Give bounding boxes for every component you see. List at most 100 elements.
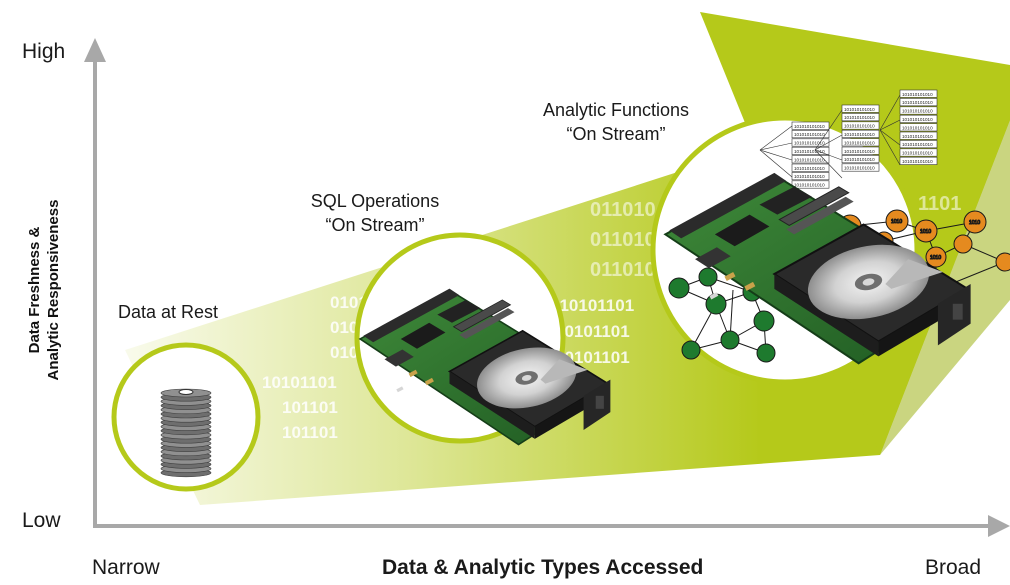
table-cell	[899, 106, 938, 115]
disk-hub	[178, 389, 194, 395]
table-cell	[899, 156, 938, 165]
table-cell-text: 101010101010	[794, 124, 825, 129]
stage-label-line1: Data at Rest	[118, 302, 219, 322]
table-cell-text: 101010101010	[902, 134, 933, 139]
binary-text: 0101	[330, 293, 368, 312]
y-axis-title-line2: Analytic Responsiveness	[45, 199, 62, 381]
table-cell	[791, 146, 830, 155]
table-cell-text: 101010101010	[844, 166, 875, 171]
node-label: 1010	[920, 229, 931, 235]
table-link	[879, 119, 901, 131]
table-cell	[841, 104, 880, 113]
binary-text: 101101	[282, 398, 338, 417]
table-link	[879, 129, 901, 166]
x-axis-title: Data & Analytic Types Accessed	[382, 556, 704, 579]
table-cell	[899, 123, 938, 132]
table-cell-text: 101010101010	[902, 117, 933, 122]
stage-label-line1: Analytic Functions	[542, 100, 690, 120]
table-cell	[899, 89, 938, 98]
table-cell-text: 101010101010	[794, 141, 825, 146]
binary-text: 011010	[590, 259, 656, 281]
table-cell	[791, 121, 830, 130]
node-label: 1010	[891, 219, 902, 225]
binary-text: 011010	[590, 199, 656, 221]
table-link	[814, 149, 843, 161]
table-cell	[791, 180, 830, 189]
binary-text: 101101	[282, 423, 338, 442]
table-cell-text: 101010101010	[844, 149, 875, 154]
node-label: 1010	[930, 255, 941, 261]
table-cell	[899, 114, 938, 123]
table-cell	[899, 131, 938, 140]
table-cell	[899, 148, 938, 157]
table-cell-text: 101010101010	[794, 157, 825, 162]
table-link	[759, 149, 793, 161]
table-cell-text: 101010101010	[902, 125, 933, 130]
y-axis-low-label: Low	[22, 509, 61, 532]
table-cell-text: 101010101010	[902, 159, 933, 164]
table-link	[759, 149, 793, 178]
table-cell-text: 101010101010	[844, 140, 875, 145]
y-axis-title-line1: Data Freshness &	[26, 226, 43, 354]
table-link	[814, 149, 843, 179]
table-cell	[841, 163, 880, 172]
table-cell	[841, 155, 880, 164]
stage-sql-on-stream	[354, 232, 612, 446]
table-cell	[841, 121, 880, 130]
axes	[84, 38, 1010, 537]
binary-stream-large: 011010 011010 011010 1101	[590, 193, 961, 281]
table-cell	[791, 172, 830, 181]
stage-data-at-rest	[111, 342, 261, 492]
disk-stack-icon	[160, 388, 212, 478]
table-link	[879, 94, 901, 131]
table-cell	[791, 155, 830, 164]
table-cell-text: 101010101010	[794, 174, 825, 179]
table-stacks: 101010101010 101010101010 101010101010 1010…	[759, 89, 938, 189]
y-axis-title: Data Freshness & Analytic Responsiveness	[25, 200, 63, 381]
table-link	[814, 109, 843, 151]
table-cell-text: 101010101010	[794, 183, 825, 188]
table-cell-text: 101010101010	[844, 124, 875, 129]
stage-label-line2: “On Stream”	[566, 124, 666, 144]
table-cell-text: 101010101010	[902, 142, 933, 147]
table-cell-text: 101010101010	[844, 132, 875, 137]
table-cell-text: 101010101010	[902, 151, 933, 156]
stage-label-line2: “On Stream”	[325, 215, 425, 235]
table-link	[759, 125, 793, 151]
table-link	[879, 129, 901, 146]
stage-label-data-at-rest: Data at Rest	[118, 300, 218, 324]
table-cell	[899, 98, 938, 107]
table-link	[814, 134, 843, 151]
table-cell-text: 101010101010	[844, 157, 875, 162]
stage-analytic-on-stream: 1010101010101010101010101010101010101010…	[650, 89, 1010, 385]
table-cell-text: 101010101010	[902, 100, 933, 105]
table-cell	[791, 163, 830, 172]
table-cell	[899, 140, 938, 149]
table-cell-text: 101010101010	[794, 149, 825, 154]
binary-text: 10101101	[262, 373, 337, 392]
table-link	[759, 142, 793, 151]
binary-text: 10101101	[555, 322, 630, 341]
binary-text: 010101101	[550, 296, 634, 315]
table-cell-text: 101010101010	[794, 166, 825, 171]
stage-label-sql: SQL Operations “On Stream”	[300, 189, 450, 237]
table-cell	[841, 113, 880, 122]
table-cell-text: 101010101010	[844, 115, 875, 120]
x-axis-right-label: Broad	[925, 556, 982, 579]
binary-text: 1101	[918, 193, 961, 215]
table-cell	[791, 130, 830, 139]
y-axis-high-label: High	[22, 40, 66, 63]
stage-label-line1: SQL Operations	[310, 191, 440, 211]
x-axis-left-label: Narrow	[92, 556, 160, 579]
table-cell	[841, 129, 880, 138]
table-cell-text: 101010101010	[794, 132, 825, 137]
table-cell-text: 101010101010	[844, 107, 875, 112]
node-label: 1010	[969, 220, 980, 226]
binary-text: 011010	[590, 229, 656, 251]
stage-label-analytic: Analytic Functions “On Stream”	[530, 98, 702, 146]
table-cell-text: 101010101010	[902, 109, 933, 114]
table-cell	[841, 138, 880, 147]
table-cell	[841, 146, 880, 155]
table-cell-text: 101010101010	[902, 92, 933, 97]
